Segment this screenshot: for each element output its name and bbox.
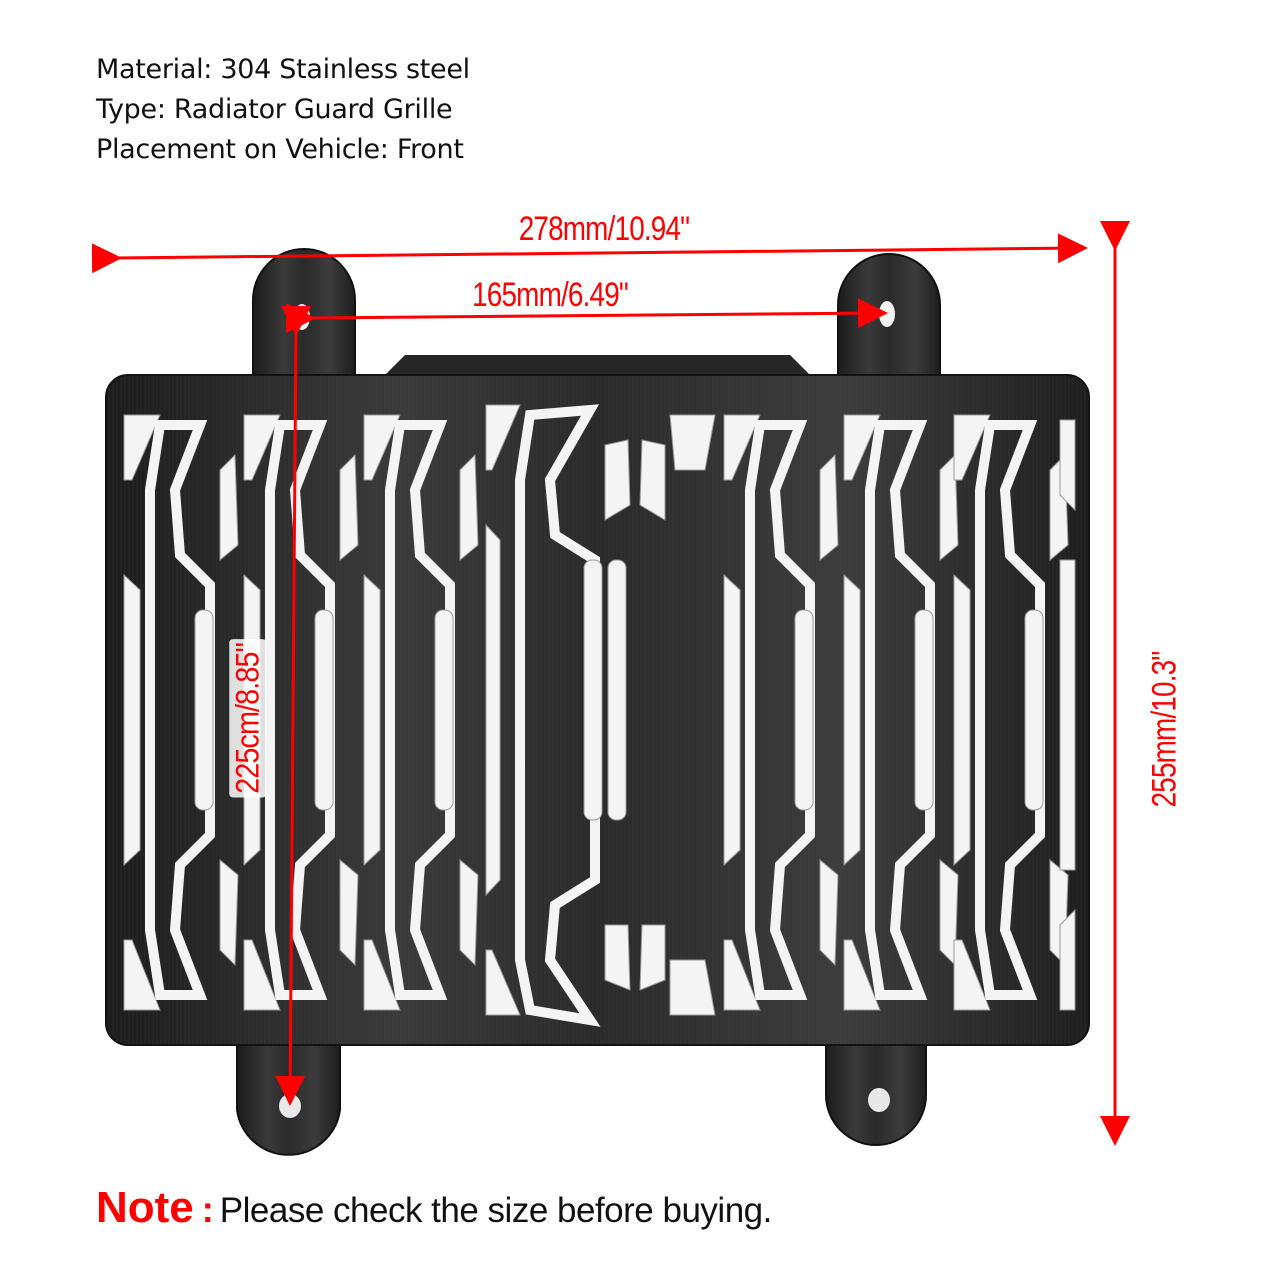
spec-material: Material: 304 Stainless steel: [96, 54, 470, 85]
hole-to-hole-height-label: 225cm/8.85": [229, 639, 267, 798]
mount-hole-spacing-label: 165mm/6.49": [472, 276, 629, 314]
hole-spacing-dimension-line: [285, 298, 888, 334]
size-note: Note:Please check the size before buying…: [96, 1183, 772, 1233]
note-text: Please check the size before buying.: [219, 1191, 773, 1230]
hole-height-dimension-line: [275, 305, 312, 1106]
overall-height-label: 255mm/10.3": [1145, 651, 1184, 808]
note-colon: :: [201, 1189, 214, 1230]
bottom-mounting-tabs: [236, 1039, 927, 1156]
note-key: Note: [96, 1183, 194, 1232]
grille-center-module: [485, 404, 716, 1027]
grille-cutouts: [123, 404, 1076, 1027]
product-specs: Material: 304 Stainless steel Type: Radi…: [96, 50, 470, 170]
spec-placement: Placement on Vehicle: Front: [96, 134, 464, 165]
overall-width-label: 278mm/10.94": [518, 210, 690, 248]
spec-type: Type: Radiator Guard Grille: [96, 94, 453, 125]
width-dimension-line: [91, 233, 1088, 274]
dimension-lines: [91, 221, 1130, 1146]
